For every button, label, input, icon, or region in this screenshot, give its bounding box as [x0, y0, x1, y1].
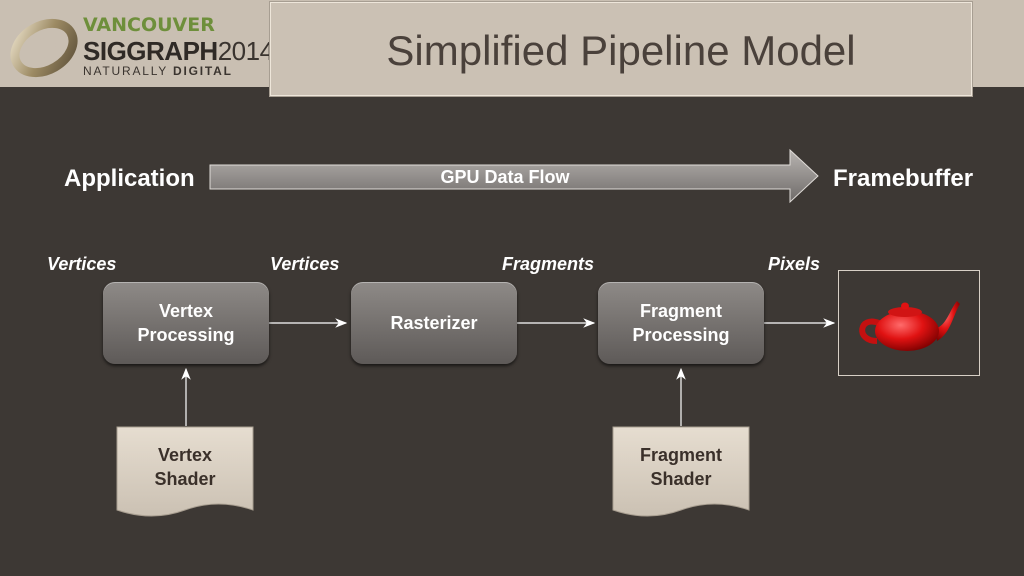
logo-tagline: NATURALLY DIGITAL	[83, 64, 233, 78]
stage-label-fragments: Fragments	[502, 254, 595, 274]
stage-label-pixels: Pixels	[768, 254, 821, 274]
title-box: Simplified Pipeline Model	[270, 2, 972, 96]
logo-brand: SIGGRAPH2014	[83, 36, 274, 66]
teapot-icon	[859, 301, 960, 351]
stage-label-vertices-in: Vertices	[47, 254, 117, 274]
page-title: Simplified Pipeline Model	[386, 27, 856, 74]
fragment-processing-box: Fragment Processing	[598, 282, 764, 364]
rasterizer-box: Rasterizer	[351, 282, 517, 364]
gpu-data-flow-arrow	[209, 148, 819, 204]
logo-ring-icon	[10, 18, 78, 78]
framebuffer-output	[838, 270, 980, 376]
stage-label-vertices-out: Vertices	[270, 254, 340, 274]
vertex-shader-doc: Vertex Shader	[116, 426, 254, 520]
document-shape-icon	[612, 426, 750, 517]
logo-city: VANCOUVER	[83, 14, 215, 36]
flow-target-label: Framebuffer	[833, 165, 974, 192]
document-shape-icon	[116, 426, 254, 517]
flow-source-label: Application	[64, 165, 195, 192]
siggraph-logo: VANCOUVER SIGGRAPH2014 NATURALLY DIGITAL	[8, 8, 274, 84]
vertex-processing-box: Vertex Processing	[103, 282, 269, 364]
fragment-shader-doc: Fragment Shader	[612, 426, 750, 520]
flow-arrow-label: GPU Data Flow	[440, 167, 570, 187]
